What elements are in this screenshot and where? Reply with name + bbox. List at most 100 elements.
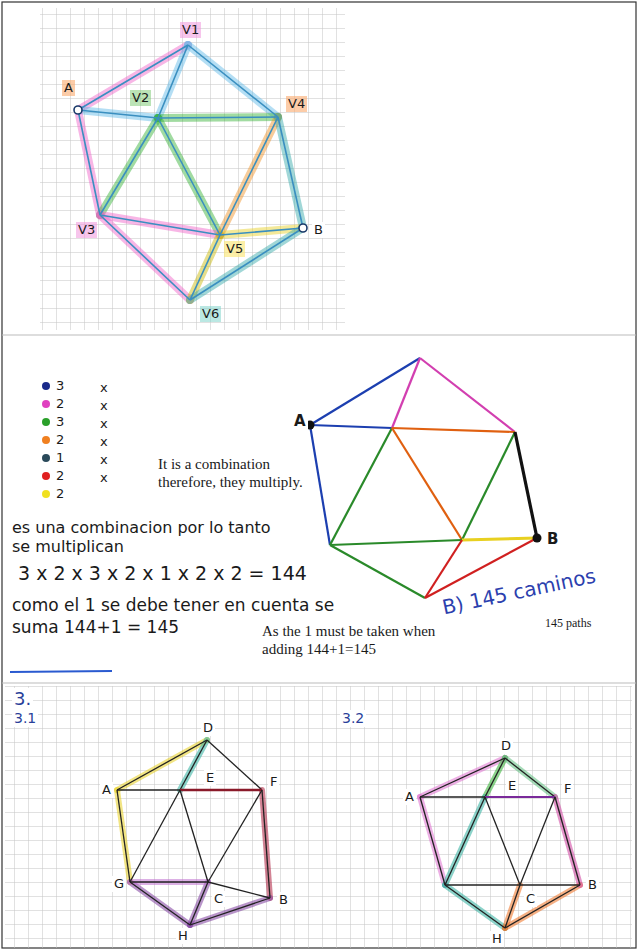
vertex-label: B: [545, 530, 560, 548]
legend-swatch: [42, 490, 50, 498]
highlight: [445, 885, 505, 928]
highlight: [445, 797, 485, 885]
grid-paper: [40, 8, 345, 330]
legend-swatch: [42, 472, 50, 480]
vertex: [533, 534, 542, 543]
vertex-label: A: [100, 782, 113, 798]
vertex-label: E: [204, 770, 216, 786]
legend-swatch: [42, 382, 50, 390]
graph-edge: [100, 215, 190, 300]
vertex-label: C: [212, 891, 225, 907]
highlight: [505, 885, 580, 928]
vertex-label: V4: [286, 96, 307, 112]
vertex-label: B: [277, 892, 290, 908]
multiply-mark: x: [100, 452, 108, 468]
highlight: [262, 790, 270, 898]
graph-edge: [555, 797, 580, 885]
graph-edge: [310, 425, 330, 545]
graph-edge: [117, 790, 130, 882]
vertex-label: V2: [130, 90, 151, 106]
graph-edge: [520, 884, 580, 885]
legend-row: 1: [42, 450, 64, 466]
graph-edge: [392, 428, 462, 540]
vertex-label: A: [62, 80, 75, 96]
grid-paper: [5, 686, 632, 948]
vertex-label: D: [201, 720, 215, 736]
legend-count: 3: [56, 414, 64, 430]
vertex-label: G: [112, 876, 126, 892]
highlight: [100, 118, 158, 215]
graph-edge: [220, 228, 303, 235]
legend-swatch: [42, 454, 50, 462]
graph-edge: [78, 110, 100, 215]
graph-edge: [158, 45, 188, 118]
highlight: [555, 797, 580, 885]
graph-edge: [330, 545, 425, 598]
vertex-label: D: [499, 738, 513, 754]
highlight: [130, 879, 208, 885]
highlight: [278, 117, 303, 228]
graph-edge: [505, 758, 555, 797]
graph-edge: [515, 432, 537, 538]
equation: 3 x 2 x 3 x 2 x 1 x 2 x 2 = 144: [18, 562, 307, 585]
graph-edge: [180, 789, 262, 791]
graph-edge: [78, 110, 158, 118]
graph-edge: [158, 117, 278, 118]
graph-edge: [208, 790, 262, 882]
separator: [2, 683, 636, 684]
graph-edge: [505, 885, 580, 928]
vertex-label: A: [403, 789, 416, 805]
graph-edge: [445, 885, 505, 928]
vertex-label: E: [506, 778, 518, 794]
vertex-label: V3: [76, 222, 97, 238]
vertex-label: V6: [200, 306, 221, 322]
highlight: [117, 790, 130, 882]
translation-note: As the 1 must be taken when adding 144+1…: [262, 622, 442, 658]
graph-edge: [445, 884, 520, 885]
legend-swatch: [42, 418, 50, 426]
vertex: [74, 106, 82, 114]
highlight: [158, 118, 220, 235]
highlight: [188, 45, 278, 117]
highlight: [117, 740, 207, 790]
graph-highlights: [78, 45, 303, 300]
highlight: [190, 898, 270, 925]
graph-edge: [78, 45, 188, 110]
graph-edge: [130, 882, 190, 925]
vertex-label: F: [562, 781, 573, 797]
vertex-label: F: [268, 774, 279, 790]
graph-edge: [130, 881, 208, 882]
multiply-mark: x: [100, 416, 108, 432]
vertex-label: H: [490, 931, 504, 947]
multiply-mark: x: [100, 398, 108, 414]
highlight: [505, 758, 555, 797]
graph-edge: [190, 882, 208, 925]
graph-3-1: [117, 740, 270, 925]
separator: [2, 335, 636, 336]
legend-row: 2: [42, 468, 64, 484]
highlight: [78, 110, 100, 215]
graph-edge: [485, 797, 520, 885]
vertex-label: V1: [180, 22, 201, 38]
graph-edge: [485, 758, 505, 797]
graph-edge: [330, 540, 462, 545]
highlight: [420, 758, 505, 797]
vertex-label: C: [524, 891, 537, 907]
graph-edge: [310, 425, 392, 428]
graph-edge: [505, 885, 520, 928]
highlight: [420, 797, 445, 885]
legend-row: 3: [42, 378, 64, 394]
highlight: [485, 758, 505, 797]
graph-edge: [445, 797, 485, 885]
section-number: 3.: [12, 688, 33, 710]
legend-swatch: [42, 400, 50, 408]
graph-edge: [330, 428, 392, 545]
graph-edge: [220, 117, 278, 235]
highlight: [130, 882, 190, 925]
vertex-label: B: [586, 877, 599, 893]
multiply-mark: x: [100, 380, 108, 396]
graph-edge: [520, 797, 555, 885]
legend-count: 2: [56, 486, 64, 502]
